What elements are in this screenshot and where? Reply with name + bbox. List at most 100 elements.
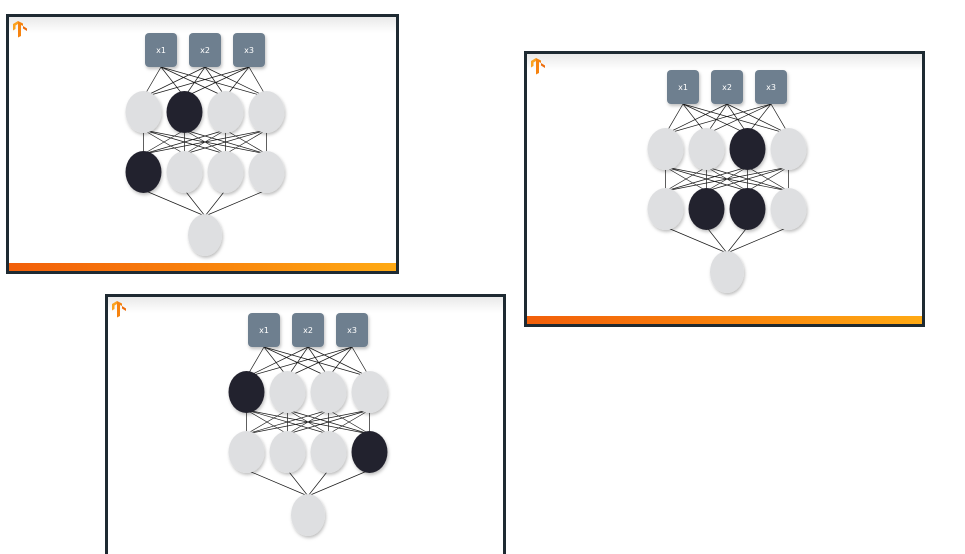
hidden2-node — [166, 151, 203, 193]
edge — [706, 103, 772, 135]
hidden2-node — [770, 188, 807, 230]
output-node — [291, 494, 325, 536]
edge — [726, 226, 748, 254]
hidden2-node-active — [351, 431, 388, 473]
input-node-x1: x1 — [248, 313, 280, 347]
hidden1-node-active — [228, 371, 265, 413]
edge — [682, 103, 789, 135]
input-node-x3: x3 — [755, 70, 787, 104]
input-box — [755, 70, 787, 104]
edge — [246, 346, 309, 378]
input-label: x3 — [347, 326, 357, 335]
connection-lines — [246, 346, 370, 497]
edge — [665, 166, 789, 192]
network-slide-3: x1 x2 x3 — [105, 294, 506, 554]
hidden1-node — [647, 128, 684, 170]
edge — [143, 66, 250, 98]
network-diagram: x1 x2 x3 — [125, 33, 285, 256]
input-node-x1: x1 — [667, 70, 699, 104]
edge — [665, 166, 707, 192]
accent-bar — [9, 263, 396, 271]
edge — [307, 346, 370, 378]
edge — [204, 189, 226, 217]
input-label: x1 — [678, 83, 688, 92]
edge — [143, 129, 226, 155]
edge — [307, 469, 329, 497]
edge — [328, 409, 370, 435]
edge — [665, 166, 748, 192]
input-box — [711, 70, 743, 104]
input-node-x2: x2 — [292, 313, 324, 347]
output-node — [188, 214, 222, 256]
edge — [706, 166, 789, 192]
edge — [665, 103, 772, 135]
edge — [287, 469, 309, 497]
input-label: x2 — [722, 83, 732, 92]
hidden1-node — [688, 128, 725, 170]
input-box — [667, 70, 699, 104]
input-label: x1 — [156, 46, 166, 55]
hidden1-node — [351, 371, 388, 413]
edge — [263, 346, 370, 378]
connection-lines — [143, 66, 267, 217]
network-diagram: x1 x2 x3 — [647, 70, 807, 293]
edge — [665, 103, 728, 135]
edge — [204, 189, 267, 217]
input-node-x3: x3 — [336, 313, 368, 347]
edge — [287, 346, 353, 378]
edge — [287, 409, 370, 435]
edge — [184, 129, 267, 155]
hidden2-node — [228, 431, 265, 473]
input-label: x3 — [244, 46, 254, 55]
edge — [246, 346, 353, 378]
network-slide-2: x1 x2 x3 — [524, 51, 925, 327]
tensorflow-logo-icon — [13, 21, 27, 38]
edge — [143, 129, 267, 155]
hidden1-node-active — [729, 128, 766, 170]
edge — [160, 66, 267, 98]
input-box — [336, 313, 368, 347]
edge — [263, 346, 329, 378]
hidden2-node-active — [688, 188, 725, 230]
hidden1-node — [248, 91, 285, 133]
input-label: x3 — [766, 83, 776, 92]
edge — [204, 66, 267, 98]
edge — [143, 66, 206, 98]
network-slide-1: x1 x2 x3 — [6, 14, 399, 274]
input-node-x1: x1 — [145, 33, 177, 67]
edge — [307, 469, 370, 497]
accent-bar — [527, 316, 922, 324]
hidden2-node-active — [125, 151, 162, 193]
tensorflow-logo-icon — [112, 301, 126, 318]
hidden2-node — [269, 431, 306, 473]
input-box — [145, 33, 177, 67]
edge — [726, 103, 789, 135]
input-node-x2: x2 — [711, 70, 743, 104]
hidden2-node — [310, 431, 347, 473]
hidden2-node — [248, 151, 285, 193]
input-label: x2 — [200, 46, 210, 55]
edge — [143, 189, 206, 217]
edge — [682, 103, 748, 135]
edge — [246, 469, 309, 497]
edge — [747, 166, 789, 192]
input-label: x1 — [259, 326, 269, 335]
edge — [184, 189, 206, 217]
input-box — [189, 33, 221, 67]
edge — [184, 66, 250, 98]
input-box — [292, 313, 324, 347]
edge — [726, 226, 789, 254]
edge — [160, 66, 226, 98]
edge — [246, 409, 288, 435]
hidden2-node — [647, 188, 684, 230]
hidden1-node — [207, 91, 244, 133]
edge — [246, 409, 329, 435]
tensorflow-logo-icon — [531, 58, 545, 75]
input-label: x2 — [303, 326, 313, 335]
edge — [706, 226, 728, 254]
input-box — [248, 313, 280, 347]
hidden1-node-active — [166, 91, 203, 133]
edge — [246, 409, 370, 435]
edge — [225, 129, 267, 155]
hidden1-node — [125, 91, 162, 133]
